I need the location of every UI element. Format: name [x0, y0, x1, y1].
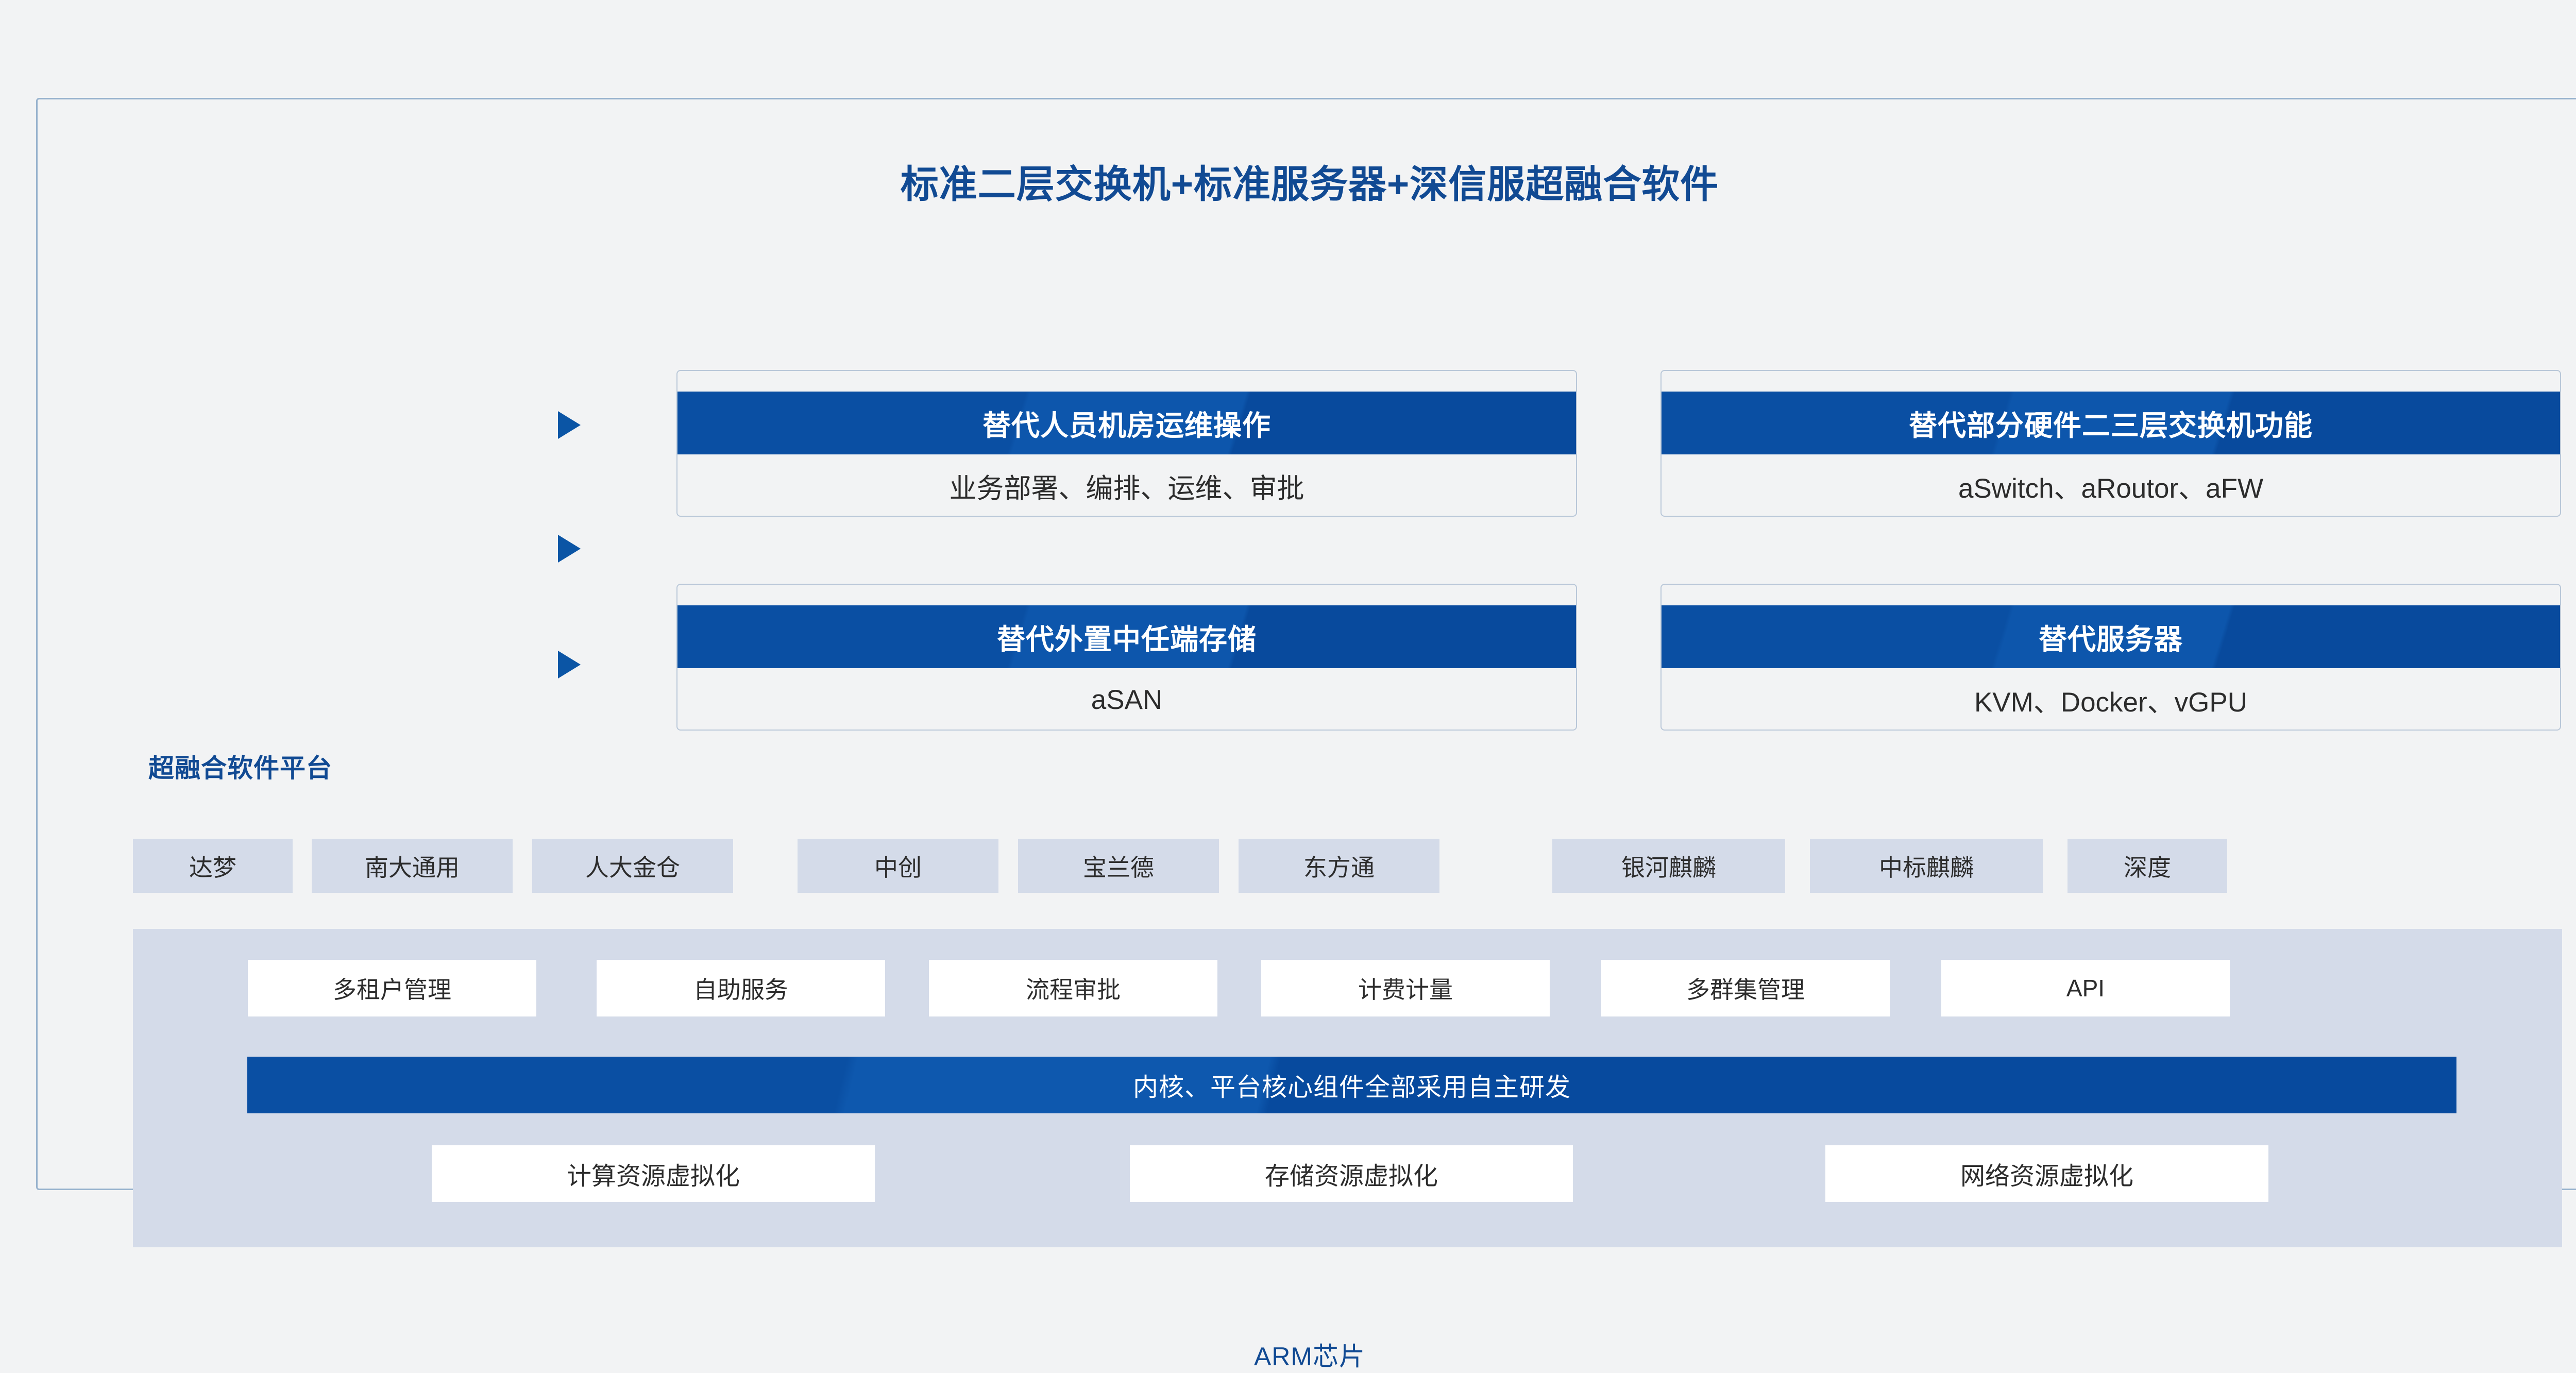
vendor-chip-label: 人大金仓: [585, 854, 680, 881]
vendor-chip[interactable]: 人大金仓: [532, 839, 733, 893]
card-body: KVM、Docker、vGPU: [1974, 687, 2248, 718]
card-header: 替代部分硬件二三层交换机功能: [1662, 392, 2560, 454]
feature-chip-label: 流程审批: [1026, 976, 1121, 1003]
virtualization-chip-label: 网络资源虚拟化: [1960, 1163, 2133, 1190]
virtualization-chip-row: 计算资源虚拟化 存储资源虚拟化 网络资源虚拟化: [133, 1145, 2562, 1202]
card-body: aSwitch、aRoutor、aFW: [1958, 473, 2263, 504]
vendor-chip[interactable]: 达梦: [133, 839, 293, 893]
feature-chip-label: 自助服务: [693, 976, 788, 1003]
vendor-chip-label: 东方通: [1303, 854, 1375, 881]
virtualization-chip-label: 存储资源虚拟化: [1264, 1163, 1438, 1190]
card-header: 替代服务器: [1662, 605, 2560, 668]
replacement-card[interactable]: 替代服务器 KVM、Docker、vGPU: [1660, 584, 2561, 731]
feature-chip[interactable]: API: [1941, 960, 2230, 1016]
vendor-chip[interactable]: 南大通用: [312, 839, 513, 893]
vendor-chip-label: 中标麒麟: [1879, 854, 1974, 881]
vendor-chip[interactable]: 中标麒麟: [1810, 839, 2043, 893]
card-header: 替代人员机房运维操作: [677, 392, 1576, 454]
feature-chip[interactable]: 多租户管理: [248, 960, 536, 1016]
virtualization-chip[interactable]: 网络资源虚拟化: [1825, 1145, 2268, 1202]
feature-chip-label: 计费计量: [1358, 976, 1453, 1003]
replacement-card[interactable]: 替代部分硬件二三层交换机功能 aSwitch、aRoutor、aFW: [1660, 370, 2561, 517]
kernel-banner: 内核、平台核心组件全部采用自主研发: [247, 1057, 2456, 1113]
arrow-marker-1-icon: [558, 411, 581, 439]
feature-chip-label: API: [2066, 975, 2105, 1002]
feature-chip[interactable]: 计费计量: [1261, 960, 1550, 1016]
footer-label: ARM芯片: [1253, 1342, 1366, 1371]
platform-section-label: 超融合软件平台: [148, 754, 332, 783]
vendor-chip-row: 达梦 南大通用 人大金仓 中创 宝兰德 东方通 银河麒麟 中标麒麟 深度: [133, 839, 2562, 893]
virtualization-chip-label: 计算资源虚拟化: [566, 1163, 740, 1190]
arrow-marker-2-icon: [558, 535, 581, 563]
replacement-card[interactable]: 替代外置中任端存储 aSAN: [676, 584, 1577, 731]
vendor-chip-label: 银河麒麟: [1621, 854, 1716, 881]
vendor-chip[interactable]: 中创: [798, 839, 998, 893]
vendor-chip[interactable]: 东方通: [1239, 839, 1439, 893]
vendor-chip[interactable]: 宝兰德: [1018, 839, 1219, 893]
feature-chip[interactable]: 流程审批: [929, 960, 1217, 1016]
card-header: 替代外置中任端存储: [677, 605, 1576, 668]
arrow-marker-3-icon: [558, 651, 581, 679]
vendor-chip-label: 中创: [874, 854, 922, 881]
vendor-chip-label: 南大通用: [365, 854, 460, 881]
feature-chip-label: 多租户管理: [333, 976, 451, 1003]
replacement-card[interactable]: 替代人员机房运维操作 业务部署、编排、运维、审批: [676, 370, 1577, 517]
card-body: 业务部署、编排、运维、审批: [949, 473, 1304, 504]
virtualization-chip[interactable]: 存储资源虚拟化: [1130, 1145, 1573, 1202]
vendor-chip-label: 达梦: [189, 854, 236, 881]
feature-chip-row: 多租户管理 自助服务 流程审批 计费计量 多群集管理 API: [133, 960, 2562, 1016]
page-title: 标准二层交换机+标准服务器+深信服超融合软件: [900, 163, 1719, 206]
diagram-frame: 标准二层交换机+标准服务器+深信服超融合软件 替代人员机房运维操作 业务部署、编…: [36, 98, 2576, 1371]
vendor-chip[interactable]: 深度: [2067, 839, 2227, 893]
vendor-chip-label: 宝兰德: [1083, 854, 1154, 881]
virtualization-chip[interactable]: 计算资源虚拟化: [432, 1145, 875, 1202]
vendor-chip[interactable]: 银河麒麟: [1552, 839, 1785, 893]
vendor-chip-label: 深度: [2124, 854, 2171, 881]
platform-panel: 多租户管理 自助服务 流程审批 计费计量 多群集管理 API 内核、平台核心组件全部采用自…: [133, 929, 2562, 1247]
feature-chip[interactable]: 自助服务: [597, 960, 885, 1016]
arrow-marker-group: [553, 398, 615, 692]
feature-chip[interactable]: 多群集管理: [1601, 960, 1890, 1016]
card-body: aSAN: [1091, 685, 1163, 715]
feature-chip-label: 多群集管理: [1686, 976, 1805, 1003]
replacement-card-group: 替代人员机房运维操作 业务部署、编排、运维、审批 替代部分硬件二三层交换机功能 …: [676, 370, 2572, 731]
